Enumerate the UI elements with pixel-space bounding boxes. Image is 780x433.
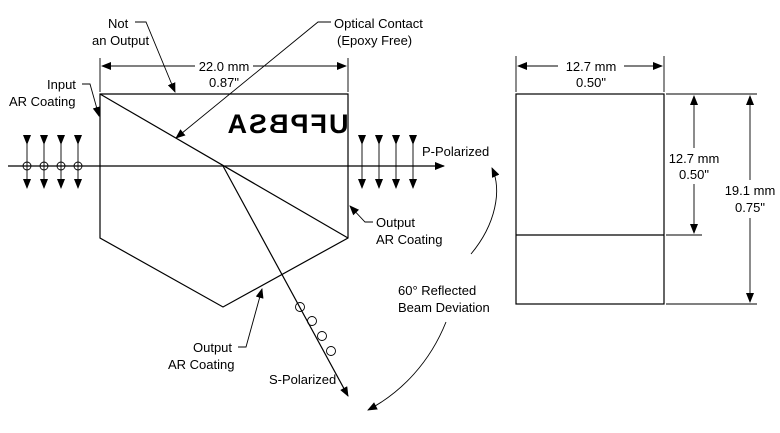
deviation-arc [470, 167, 500, 255]
deviation-label-2: Beam Deviation [398, 300, 490, 315]
side-total-height-in: 0.75" [735, 200, 765, 215]
output-ar-right-label-2: AR Coating [376, 232, 442, 247]
side-inner-height-in: 0.50" [679, 167, 709, 182]
side-width-mm: 12.7 mm [566, 59, 617, 74]
part-marking: UFPBSA [225, 109, 348, 139]
deviation-label-1: 60° Reflected [398, 283, 476, 298]
front-width-mm: 22.0 mm [199, 59, 250, 74]
front-width-in: 0.87" [209, 75, 239, 90]
optical-contact-label-2: (Epoxy Free) [337, 33, 412, 48]
deviation-arc-lower [367, 321, 447, 411]
not-output-label-2: an Output [92, 33, 149, 48]
input-polarization-symbols [22, 135, 83, 189]
s-polarized-label: S-Polarized [269, 372, 336, 387]
side-inner-height-mm: 12.7 mm [669, 151, 720, 166]
input-ar-label-2: AR Coating [9, 94, 75, 109]
prism-outline [99, 93, 349, 308]
side-total-height-dimension [666, 93, 757, 305]
side-width-in: 0.50" [576, 75, 606, 90]
side-total-height-mm: 19.1 mm [725, 183, 776, 198]
not-output-leader [135, 21, 176, 93]
p-polarization-symbols [358, 135, 417, 189]
p-polarized-label: P-Polarized [422, 144, 489, 159]
output-ar-right-label-1: Output [376, 215, 415, 230]
input-ar-label-1: Input [47, 77, 76, 92]
output-ar-bottom-label-1: Output [193, 340, 232, 355]
side-width-dimension [515, 56, 665, 92]
input-ar-leader [82, 83, 101, 117]
optical-contact-label-1: Optical Contact [334, 16, 423, 31]
output-ar-bottom-leader [238, 288, 264, 348]
output-ar-right-leader [349, 205, 373, 223]
s-polarization-symbols [295, 302, 336, 356]
side-view-body [515, 93, 665, 305]
output-ar-bottom-label-2: AR Coating [168, 357, 234, 372]
not-output-label-1: Not [108, 16, 129, 31]
reflected-beam [222, 165, 349, 397]
front-width-dimension [99, 58, 349, 92]
optical-contact-leader [175, 21, 331, 139]
